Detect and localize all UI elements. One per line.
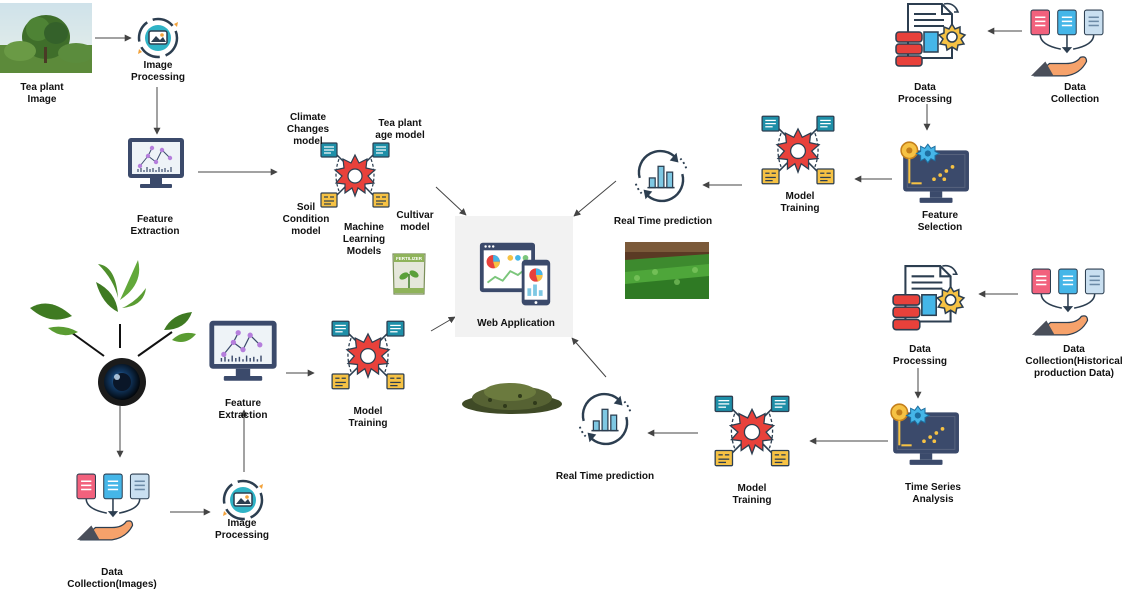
arrow-rtp-bottom-to-web-application bbox=[571, 337, 607, 378]
camera-lens-icon bbox=[98, 358, 146, 406]
network-monitor-icon bbox=[207, 318, 279, 386]
tea-leaves-icon bbox=[30, 260, 196, 342]
image-processing-icon bbox=[134, 14, 182, 62]
fertilizer-bag-text: FERTILIZER bbox=[396, 256, 423, 261]
label-web-application: Web Application bbox=[477, 318, 555, 329]
time-series-monitor-icon bbox=[886, 398, 962, 470]
refresh-chart-icon bbox=[630, 145, 692, 207]
tea-plantation-photo bbox=[625, 242, 709, 299]
gear-model-icon bbox=[713, 392, 791, 470]
files-hand-icon bbox=[1028, 8, 1108, 80]
tea-leaves-camera-group bbox=[22, 250, 202, 410]
flow-arrows bbox=[95, 27, 1022, 516]
tea-plant-photo bbox=[0, 3, 92, 73]
feature-selection-monitor-icon bbox=[896, 136, 972, 208]
image-processing-icon bbox=[219, 476, 267, 524]
document-server-gear-icon bbox=[890, 264, 966, 342]
gear-model-icon bbox=[319, 139, 391, 211]
label-real-time-prediction-bottom: Real Time prediction bbox=[555, 471, 655, 482]
label-real-time-prediction-top: Real Time prediction bbox=[613, 216, 713, 227]
fertilizer-bag-icon: FERTILIZER bbox=[390, 250, 428, 297]
files-hand-icon bbox=[74, 472, 154, 544]
arrow-model-training-left-to-web-application bbox=[430, 316, 456, 332]
dashboard-devices-icon bbox=[478, 240, 554, 310]
arrow-ml-models-to-web-application bbox=[435, 186, 467, 216]
document-server-gear-icon bbox=[893, 2, 967, 78]
arrow-rtp-top-to-web-application bbox=[573, 180, 617, 217]
gear-model-icon bbox=[330, 317, 406, 393]
refresh-chart-icon bbox=[574, 388, 636, 450]
network-monitor-icon bbox=[126, 136, 186, 192]
dried-tea-leaves-photo bbox=[460, 376, 565, 416]
files-hand-icon bbox=[1029, 267, 1109, 339]
gear-model-icon bbox=[760, 112, 836, 188]
